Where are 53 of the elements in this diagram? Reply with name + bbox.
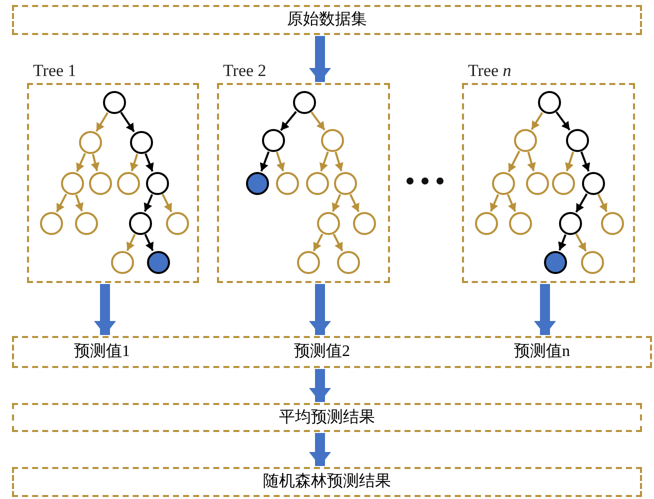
prediction-band [12,336,652,368]
tree-branch-arrow [260,151,270,172]
tree-branch-arrow [56,194,68,212]
tree-branch-arrow [575,193,588,213]
tree-branch-arrow [126,234,136,252]
prediction-label: 预测值n [514,342,570,362]
tree-branch-arrow [332,234,344,252]
tree-branch-arrow [597,194,608,212]
tree-label: Tree n [468,61,512,81]
block-arrow [94,284,116,335]
box-label: 原始数据集 [287,10,367,30]
tree-branch-arrow [575,233,587,252]
block-arrow [309,433,331,466]
tree-branch-arrow [490,194,500,212]
tree-branch-arrow [565,152,574,172]
tree-branch-arrow [332,194,342,212]
tree-label: Tree 2 [223,61,266,81]
block-arrow [309,284,331,335]
tree-branch-arrow [349,194,360,212]
tree-branch-arrow [96,112,108,132]
tree-branch-arrow [76,153,86,172]
tree-branch-arrow [508,150,520,172]
prediction-label: 预测值1 [74,342,130,362]
tree-label: Tree 1 [33,61,76,81]
tree-branch-arrow [120,112,135,132]
tree-branch-arrow [320,151,329,172]
tree-branch-arrow [144,194,154,212]
block-arrow [309,36,331,82]
tree-branch-arrow [144,234,154,252]
tree-branch-arrow [506,194,516,212]
tree-branch-arrow [310,111,326,131]
tree-branch-arrow [162,194,172,212]
block-arrow [309,369,331,402]
tree-branch-arrow [556,111,570,131]
box-label: 随机森林预测结果 [263,472,391,492]
result-box [12,467,642,497]
block-arrow [534,284,556,335]
tree-branch-arrow [144,153,154,172]
tree-branch-arrow [74,194,84,212]
tree-branch-arrow [276,152,285,172]
average-box [12,403,642,432]
tree-branch-arrow [280,111,297,131]
tree-branch-arrow [312,234,324,252]
tree-branch-arrow [530,112,544,130]
tree-branch-arrow [90,154,100,172]
tree-branch-arrow [527,152,536,172]
box-label: 平均预测结果 [279,408,375,428]
tree-branch-arrow [130,154,138,172]
tree-branch-arrow [334,152,344,172]
dataset-box [12,5,642,35]
tree-branch-arrow [558,234,567,251]
prediction-label: 预测值2 [294,342,350,362]
tree-branch-arrow [580,151,590,172]
